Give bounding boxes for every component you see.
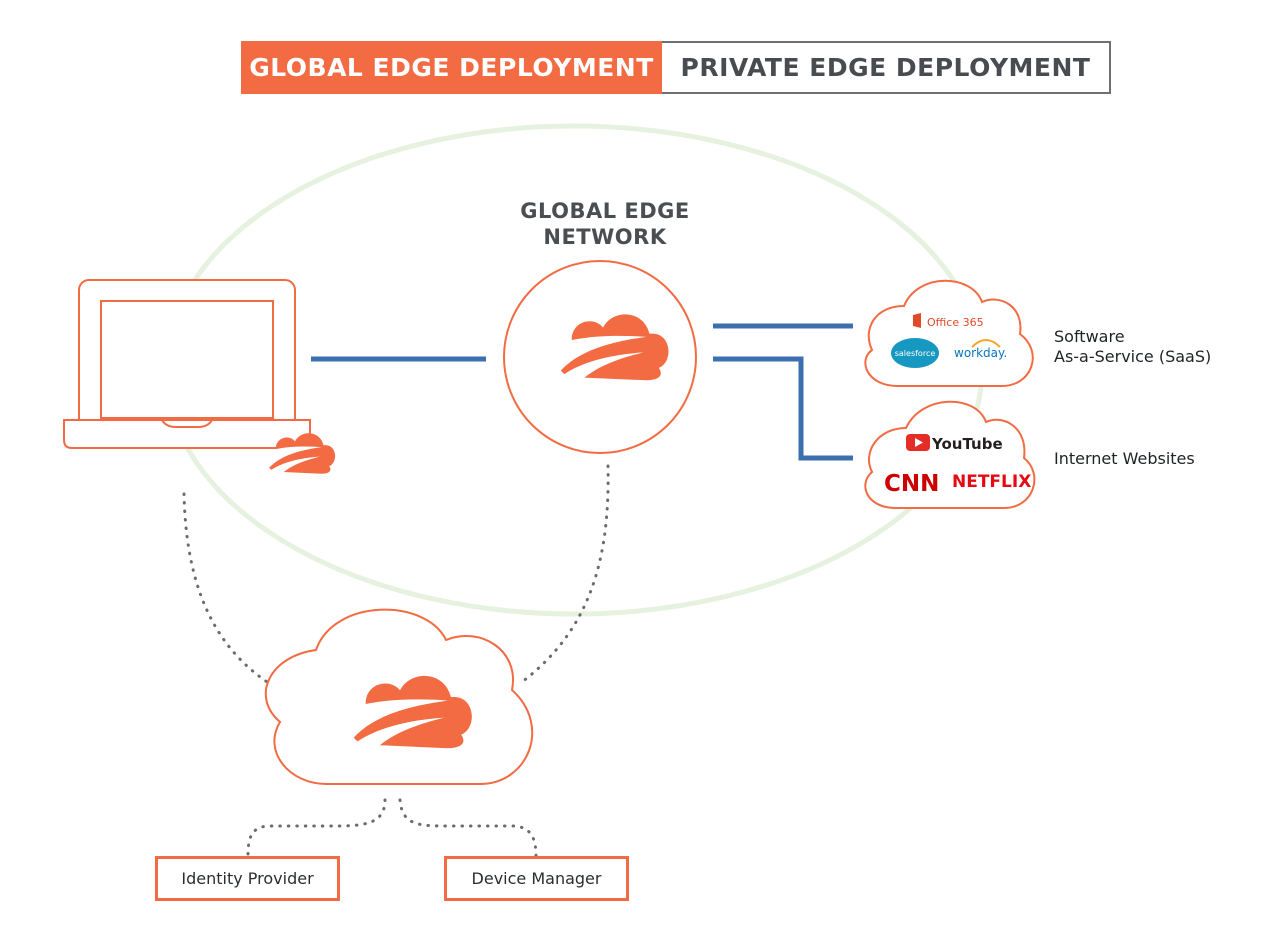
office365-logo: Office 365	[913, 313, 984, 329]
websites-cloud	[864, 400, 1036, 509]
svg-text:Office 365: Office 365	[927, 316, 984, 329]
svg-text:workday.: workday.	[954, 346, 1007, 360]
branch-to-device-dotted-line	[398, 798, 538, 858]
youtube-logo: YouTube	[906, 434, 1003, 453]
workday-logo: workday.	[954, 339, 1007, 360]
network-title-line-2: NETWORK	[543, 225, 667, 249]
saas-cloud	[864, 279, 1034, 387]
edge-to-private-dotted-line	[520, 464, 610, 684]
global-edge-network-title: GLOBAL EDGE NETWORK	[490, 198, 720, 250]
cnn-logo: CNN	[884, 471, 939, 497]
device-manager-box: Device Manager	[444, 856, 629, 901]
svg-text:NETFLIX: NETFLIX	[952, 472, 1031, 492]
tab-private-edge-deployment[interactable]: PRIVATE EDGE DEPLOYMENT	[662, 41, 1111, 94]
svg-text:YouTube: YouTube	[931, 435, 1003, 453]
svg-text:salesforce: salesforce	[895, 349, 936, 358]
tab-global-edge-deployment[interactable]: GLOBAL EDGE DEPLOYMENT	[241, 41, 662, 94]
deployment-tabs: GLOBAL EDGE DEPLOYMENT PRIVATE EDGE DEPL…	[241, 41, 1111, 94]
network-title-line-1: GLOBAL EDGE	[520, 199, 690, 223]
saas-label-line-2: As-a-Service (SaaS)	[1054, 347, 1212, 366]
branch-to-identity-dotted-line	[246, 798, 387, 858]
laptop-to-private-dotted-line	[182, 492, 282, 692]
laptop-icon	[63, 279, 311, 449]
internet-websites-label: Internet Websites	[1054, 449, 1195, 468]
svg-text:CNN: CNN	[884, 471, 939, 497]
saas-label-line-1: Software	[1054, 327, 1125, 346]
edge-to-websites-line	[713, 356, 853, 461]
identity-provider-box: Identity Provider	[155, 856, 340, 901]
saas-label: Software As-a-Service (SaaS)	[1054, 327, 1211, 367]
salesforce-logo: salesforce	[891, 338, 939, 368]
netflix-logo: NETFLIX	[952, 472, 1031, 492]
